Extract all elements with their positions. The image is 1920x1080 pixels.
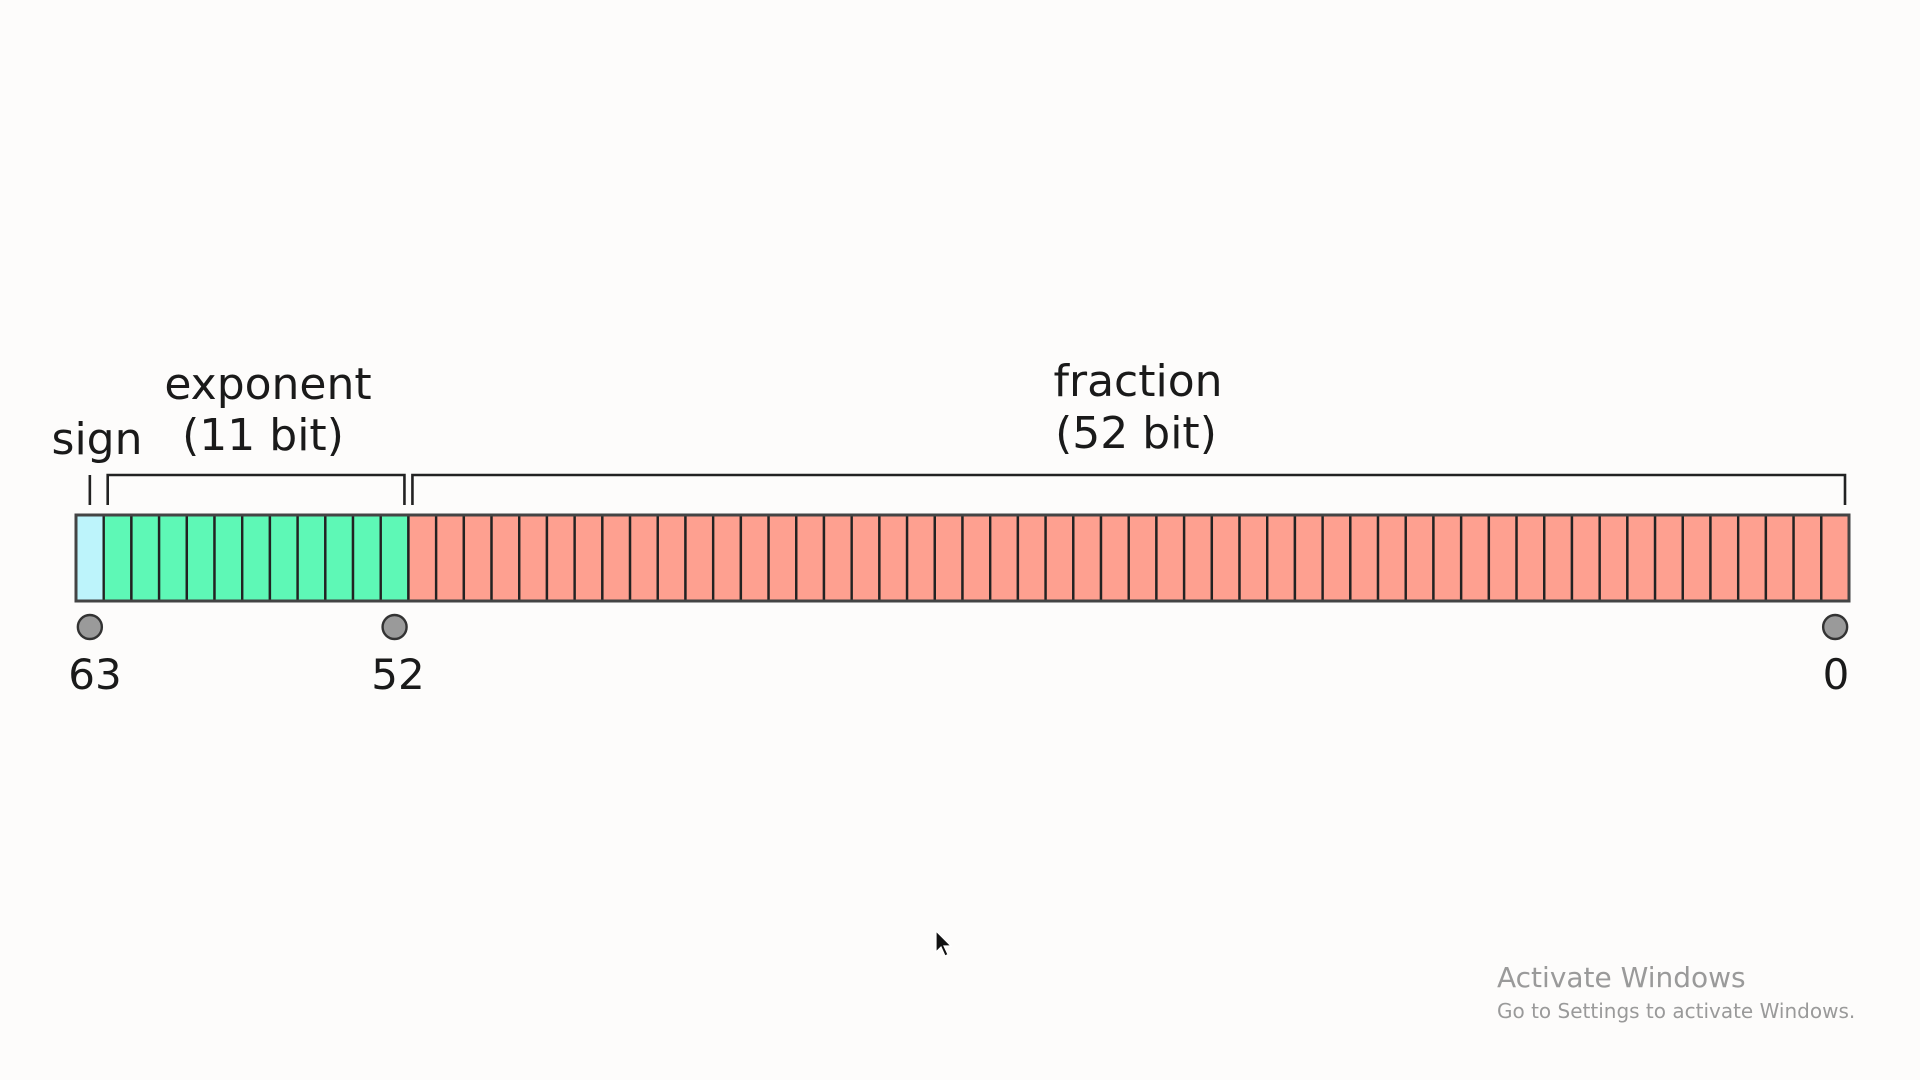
bit-cell-46	[545, 513, 576, 603]
bit-cell-20	[1266, 513, 1297, 603]
bit-cell-29	[1016, 513, 1047, 603]
sign-label: sign	[52, 414, 143, 465]
bit-cell-40	[711, 513, 743, 603]
bit-cell-21	[1238, 513, 1269, 603]
bit-cell-59	[185, 513, 216, 603]
bit-cell-49	[462, 513, 493, 603]
bit-cell-34	[878, 513, 909, 603]
bit-63-marker	[76, 613, 104, 641]
exponent-label: exponent	[164, 359, 371, 410]
bit-cell-17	[1349, 513, 1380, 603]
bit-cell-8	[1598, 513, 1629, 603]
bit-cell-63	[74, 513, 105, 603]
bit-cell-38	[767, 513, 798, 603]
bit-cell-10	[1543, 513, 1574, 603]
bit-cell-39	[739, 513, 770, 603]
bit-cell-12	[1487, 513, 1518, 603]
fraction-bracket	[411, 473, 1847, 505]
exponent-bracket	[106, 473, 406, 505]
bit-cell-6	[1653, 513, 1684, 603]
bit-cell-9	[1570, 513, 1601, 603]
bit-cell-23	[1182, 513, 1214, 603]
bit-cell-1	[1792, 513, 1823, 603]
bit-52-marker	[381, 613, 408, 641]
bit-cell-61	[130, 513, 161, 603]
bit-cell-43	[628, 513, 659, 603]
bit-cell-55	[296, 513, 327, 603]
bit-cell-48	[490, 513, 521, 603]
bit-cell-42	[656, 513, 687, 603]
bit-cell-11	[1515, 513, 1546, 603]
bit-cell-26	[1099, 513, 1130, 603]
bit-cell-44	[601, 513, 632, 603]
mouse-pointer-icon	[935, 930, 953, 957]
bit-cell-57	[241, 513, 272, 603]
bit-cell-2	[1764, 513, 1795, 603]
bit-cell-45	[573, 513, 604, 603]
bit-0-marker	[1821, 613, 1849, 641]
bit-cell-30	[989, 513, 1020, 603]
bit-cell-13	[1459, 513, 1491, 603]
bit-cell-35	[850, 513, 881, 603]
register-outline	[74, 513, 1851, 603]
bit-cell-31	[961, 513, 992, 603]
exponent-size-label: (11 bit)	[182, 410, 344, 461]
bit-cell-62	[102, 513, 133, 603]
bit-cell-22	[1210, 513, 1241, 603]
bit-cell-32	[933, 513, 964, 603]
bit-cell-5	[1681, 513, 1712, 603]
bit-cell-15	[1404, 513, 1435, 603]
bit-cell-0	[1820, 513, 1851, 603]
bit-cell-18	[1321, 513, 1352, 603]
watermark-title: Activate Windows	[1497, 961, 1746, 994]
bit-cell-24	[1155, 513, 1186, 603]
bit-63-label: 63	[68, 650, 121, 699]
bit-cell-36	[822, 513, 853, 603]
bit-cell-3	[1736, 513, 1768, 603]
field-brackets	[88, 473, 1847, 505]
bit-cell-54	[324, 513, 355, 603]
bit-cell-19	[1293, 513, 1324, 603]
bit-cell-47	[518, 513, 549, 603]
bit-cells	[74, 513, 1851, 603]
bit-52-label: 52	[371, 650, 424, 699]
bit-markers	[76, 613, 1849, 641]
bit-cell-25	[1127, 513, 1158, 603]
bit-cell-50	[434, 513, 466, 603]
bit-cell-58	[213, 513, 244, 603]
bit-cell-56	[268, 513, 299, 603]
bit-cell-16	[1376, 513, 1407, 603]
bit-cell-51	[407, 513, 438, 603]
bit-0-label: 0	[1823, 650, 1850, 699]
bit-cell-7	[1626, 513, 1657, 603]
bit-cell-53	[351, 513, 382, 603]
fraction-label: fraction	[1053, 356, 1222, 407]
bit-cell-60	[157, 513, 189, 603]
fraction-size-label: (52 bit)	[1055, 408, 1217, 459]
bit-cell-4	[1709, 513, 1740, 603]
bit-cell-33	[905, 513, 936, 603]
activate-windows-watermark: Activate Windows Go to Settings to activ…	[1497, 960, 1855, 1026]
bit-cell-37	[795, 513, 826, 603]
bit-cell-14	[1432, 513, 1463, 603]
bit-cell-41	[684, 513, 715, 603]
bit-cell-52	[379, 513, 410, 603]
bit-cell-28	[1044, 513, 1075, 603]
bit-cell-27	[1072, 513, 1103, 603]
watermark-subtitle: Go to Settings to activate Windows.	[1497, 999, 1856, 1023]
